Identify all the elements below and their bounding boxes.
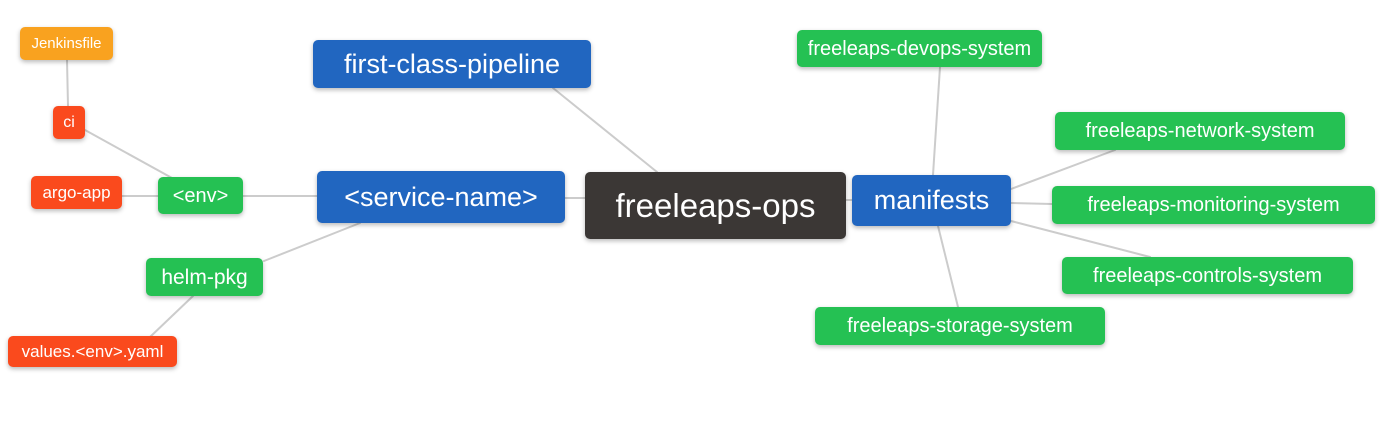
edge-first-class-pipeline--freeleaps-ops [552, 87, 658, 173]
edge-manifests--freeleaps-monitoring-system [1010, 202, 1053, 205]
edge-manifests--freeleaps-devops-system [932, 66, 941, 176]
edge-values-env-yaml--helm-pkg [149, 295, 194, 338]
edge-jenkinsfile--ci [66, 59, 69, 107]
node-freeleaps-devops-system[interactable]: freeleaps-devops-system [797, 30, 1042, 67]
edge-manifests--freeleaps-storage-system [937, 225, 959, 308]
node-manifests[interactable]: manifests [852, 175, 1011, 226]
node-first-class-pipeline[interactable]: first-class-pipeline [313, 40, 591, 88]
edge-helm-pkg--service-name [263, 222, 361, 262]
node-service-name[interactable]: <service-name> [317, 171, 565, 223]
edge-manifests--freeleaps-network-system [1010, 149, 1116, 190]
node-freeleaps-ops[interactable]: freeleaps-ops [585, 172, 846, 239]
node-helm-pkg[interactable]: helm-pkg [146, 258, 263, 296]
node-env[interactable]: <env> [158, 177, 243, 214]
node-values-env-yaml[interactable]: values.<env>.yaml [8, 336, 177, 367]
node-ci[interactable]: ci [53, 106, 85, 139]
node-freeleaps-monitoring-system[interactable]: freeleaps-monitoring-system [1052, 186, 1375, 224]
edge-ci--env [84, 129, 173, 179]
node-freeleaps-storage-system[interactable]: freeleaps-storage-system [815, 307, 1105, 345]
node-freeleaps-controls-system[interactable]: freeleaps-controls-system [1062, 257, 1353, 294]
node-jenkinsfile[interactable]: Jenkinsfile [20, 27, 113, 60]
edge-manifests--freeleaps-controls-system [1010, 220, 1151, 258]
node-freeleaps-network-system[interactable]: freeleaps-network-system [1055, 112, 1345, 150]
node-argo-app[interactable]: argo-app [31, 176, 122, 209]
